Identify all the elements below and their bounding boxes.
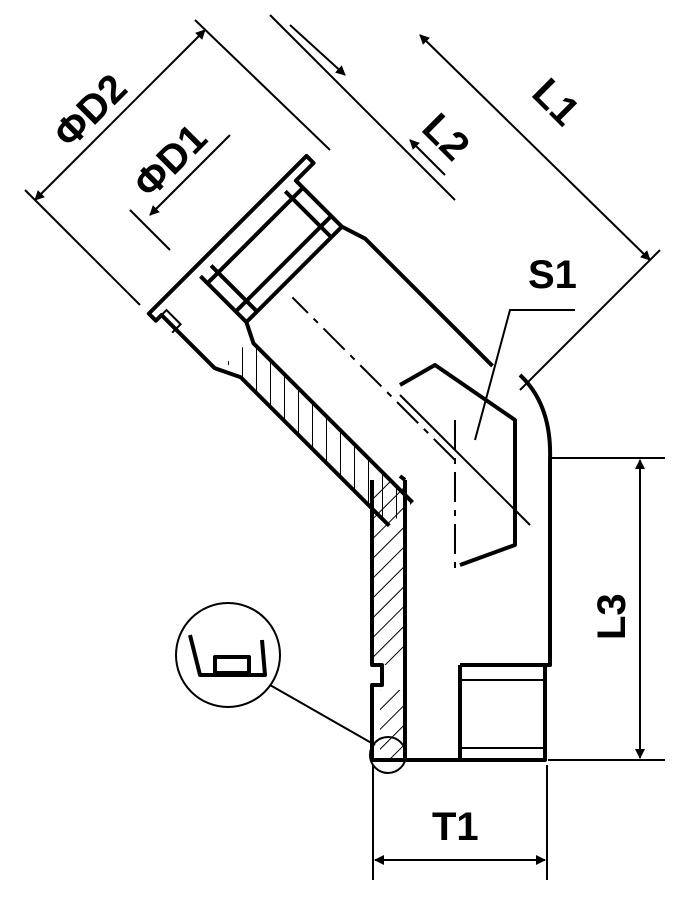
label-s1: S1 [528, 253, 577, 297]
upper-wall-hatch [226, 339, 413, 526]
hex-s1-outline [399, 363, 517, 567]
label-d1: ΦD1 [125, 116, 215, 206]
bend-inner [398, 474, 407, 482]
elbow-curve [518, 373, 553, 461]
upper-body [146, 153, 494, 528]
lower-body [370, 420, 552, 762]
label-l3: L3 [590, 593, 634, 640]
dimensions [24, 14, 665, 880]
label-l1: L1 [524, 70, 588, 134]
label-t1: T1 [432, 805, 479, 849]
lower-groove-hatch [380, 690, 405, 760]
detail-view [175, 602, 407, 774]
label-l2: L2 [414, 105, 478, 169]
label-d2: ΦD2 [45, 66, 135, 156]
